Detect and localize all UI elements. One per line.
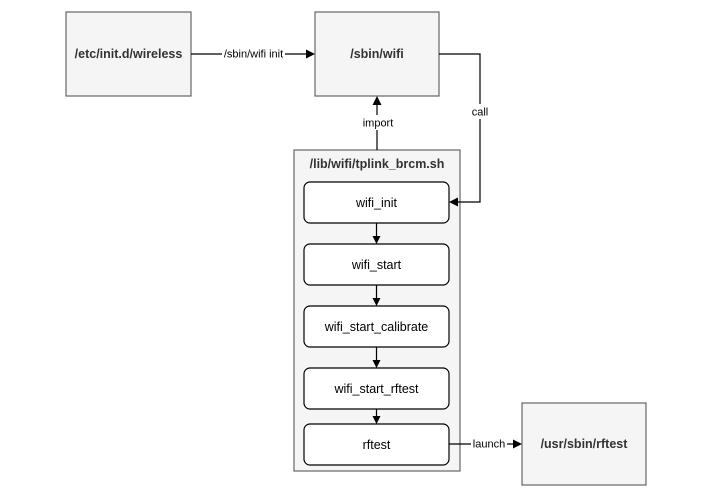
edge-wireless-to-wifi-label-bg xyxy=(222,46,285,61)
step-rftest: rftest xyxy=(363,438,391,452)
edge-wireless-to-wifi-label: /sbin/wifi init xyxy=(224,49,283,61)
edge-start-to-calibrate xyxy=(372,285,381,306)
node-etc-init-wireless: /etc/init.d/wireless xyxy=(65,11,192,97)
edge-call: call xyxy=(439,53,493,207)
edge-launch: launch xyxy=(449,436,522,451)
edge-import-arrowhead xyxy=(372,96,382,105)
edge-call-arrowhead xyxy=(449,197,458,207)
node-sbin-wifi-box xyxy=(314,11,440,97)
edge-start-to-calibrate-arrowhead xyxy=(372,298,381,306)
edge-launch-label: launch xyxy=(473,439,505,451)
step-wifi-start-rftest: wifi_start_rftest xyxy=(333,382,419,396)
edge-init-to-start xyxy=(372,223,381,244)
node-sbin-wifi-label: /sbin/wifi xyxy=(350,47,403,61)
edge-import-label-bg xyxy=(359,115,397,130)
node-usr-sbin-rftest: /usr/sbin/rftest xyxy=(521,402,647,486)
edge-call-label-bg xyxy=(467,104,493,119)
edge-launch-label-bg xyxy=(471,436,507,451)
edge-start-rftest-to-rftest-arrowhead xyxy=(372,416,381,424)
step-wifi-start-calibrate: wifi_start_calibrate xyxy=(324,320,429,334)
node-etc-init-wireless-box xyxy=(65,11,192,97)
group-tplink-brcm-title: /lib/wifi/tplink_brcm.sh xyxy=(310,157,445,171)
edge-wireless-to-wifi-arrowhead xyxy=(306,49,315,59)
edge-launch-arrowhead xyxy=(513,439,522,449)
edge-wireless-to-wifi: /sbin/wifi init xyxy=(191,46,315,61)
edge-calibrate-to-rftest-step xyxy=(372,347,381,368)
edge-call-line xyxy=(439,53,481,203)
edge-init-to-start-arrowhead xyxy=(372,236,381,244)
edge-import-label: import xyxy=(363,118,394,130)
node-usr-sbin-rftest-label: /usr/sbin/rftest xyxy=(541,437,629,451)
edge-start-rftest-to-rftest xyxy=(372,409,381,424)
edge-call-label: call xyxy=(472,107,489,119)
edge-import: import xyxy=(359,96,397,150)
node-etc-init-wireless-label: /etc/init.d/wireless xyxy=(75,47,183,61)
node-usr-sbin-rftest-box xyxy=(521,402,647,486)
node-sbin-wifi: /sbin/wifi xyxy=(314,11,440,97)
edge-calibrate-to-rftest-step-arrowhead xyxy=(372,360,381,368)
step-wifi-init: wifi_init xyxy=(355,196,398,210)
step-wifi-start: wifi_start xyxy=(351,258,402,272)
